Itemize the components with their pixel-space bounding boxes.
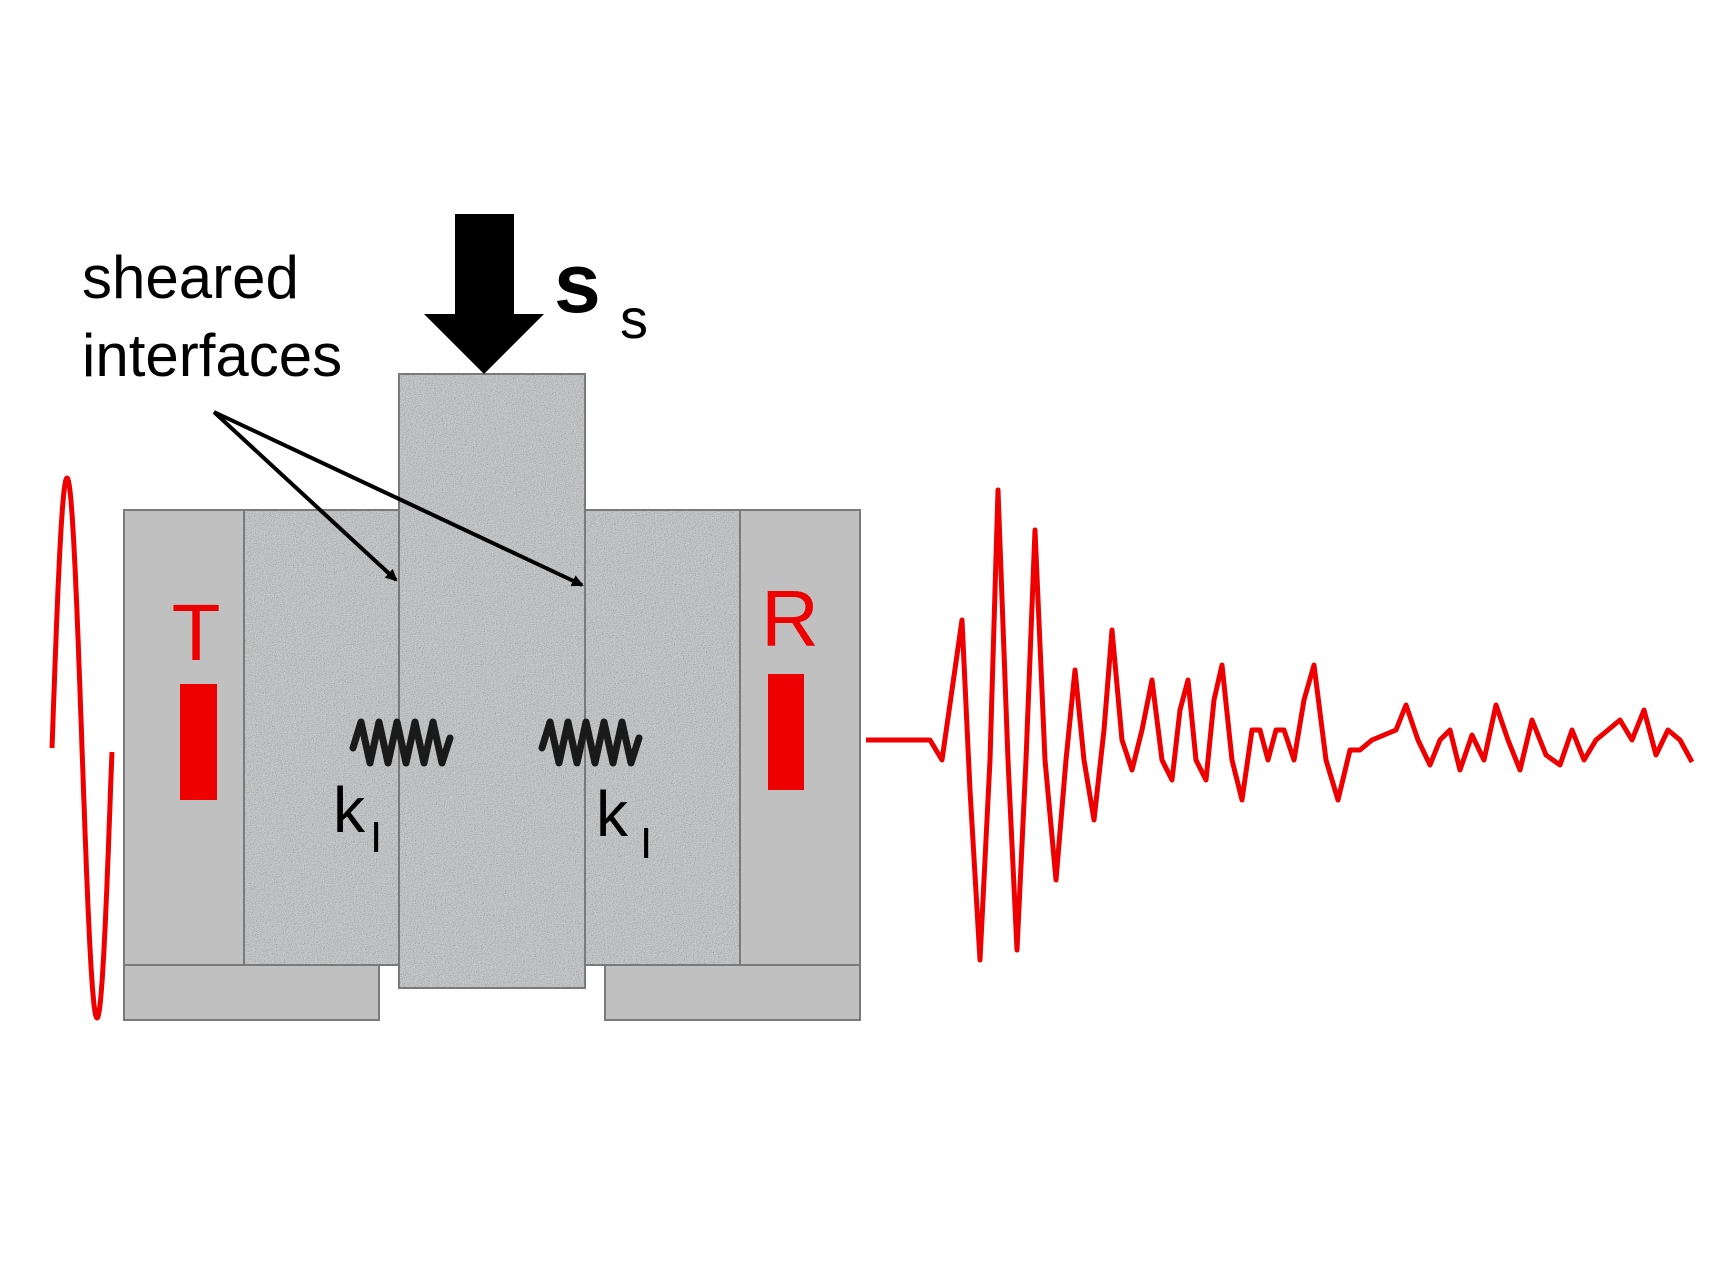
sheared-label-line1: sheared (82, 244, 299, 311)
receiver-label: R (761, 574, 819, 663)
coil-spring-icon-left (349, 718, 454, 767)
left-base-plate (123, 964, 380, 1021)
down-arrow-icon (424, 214, 544, 374)
input-waveform (49, 475, 115, 1021)
sheared-label-line2: interfaces (82, 322, 342, 389)
right-base-plate (604, 964, 861, 1021)
pointer-arrow-right (213, 410, 584, 587)
spring-left-subscript: I (370, 813, 382, 862)
stress-subscript: s (620, 287, 648, 350)
center-granite-block (398, 373, 586, 989)
coil-spring-icon-right (538, 718, 643, 767)
stress-symbol: s (554, 236, 601, 330)
output-waveform (866, 487, 1695, 963)
receiver-transducer (768, 674, 804, 790)
spring-right-subscript: I (640, 819, 652, 868)
transmitter-label: T (172, 588, 221, 677)
spring-left-label: k (333, 774, 366, 846)
pointer-arrow-left (212, 410, 398, 582)
spring-right-label: k (596, 778, 629, 850)
transmitter-transducer (180, 684, 217, 800)
